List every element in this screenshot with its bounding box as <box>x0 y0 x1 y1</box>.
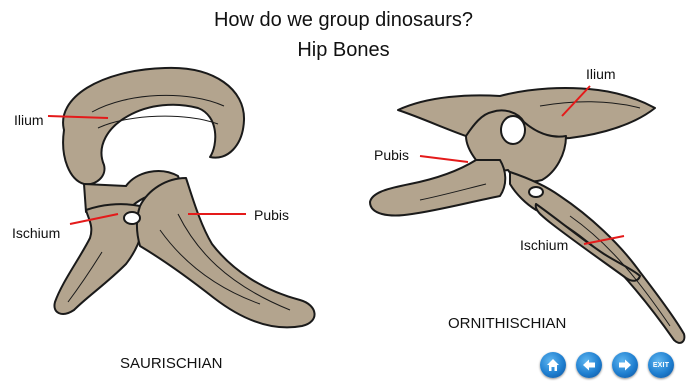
home-icon <box>545 357 561 373</box>
ornithischian-hip-diagram <box>370 88 684 343</box>
label-pubis-saurischian: Pubis <box>254 207 289 223</box>
exit-button[interactable]: EXIT <box>648 352 674 378</box>
forward-button[interactable] <box>612 352 638 378</box>
saurischian-obturator-foramen <box>124 212 140 224</box>
caption-saurischian: SAURISCHIAN <box>120 355 223 372</box>
ornithischian-acetabulum-hole <box>501 116 525 144</box>
arrow-left-icon <box>581 357 597 373</box>
home-button[interactable] <box>540 352 566 378</box>
arrow-right-icon <box>617 357 633 373</box>
saurischian-ilium-bone <box>63 68 244 184</box>
ornithischian-pubis-bone <box>370 160 505 216</box>
label-ilium-ornithischian: Ilium <box>586 66 616 82</box>
label-ilium-saurischian: Ilium <box>14 112 44 128</box>
saurischian-pubis-bone <box>137 178 315 327</box>
saurischian-hip-diagram <box>54 68 314 328</box>
label-ischium-saurischian: Ischium <box>12 225 60 241</box>
back-button[interactable] <box>576 352 602 378</box>
exit-label: EXIT <box>653 362 669 369</box>
ornithischian-pubis-pointer <box>420 156 468 162</box>
caption-ornithischian: ORNITHISCHIAN <box>448 315 566 332</box>
label-pubis-ornithischian: Pubis <box>374 147 409 163</box>
ornithischian-obturator-gap <box>529 187 543 197</box>
label-ischium-ornithischian: Ischium <box>520 237 568 253</box>
